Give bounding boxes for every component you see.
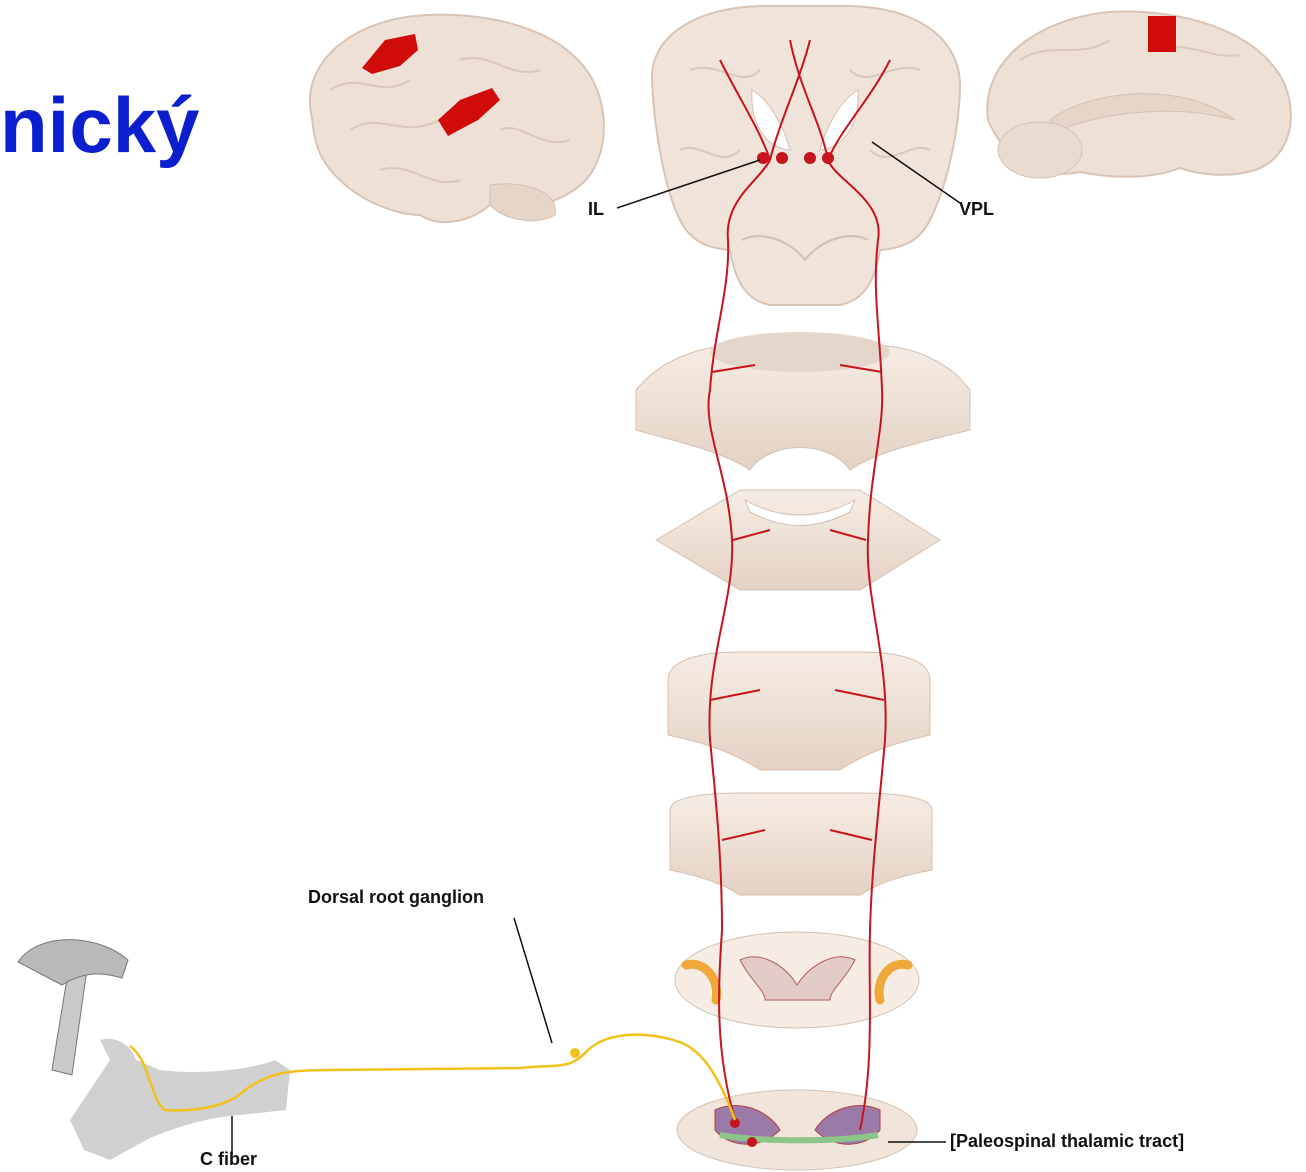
upper-medulla-slice <box>668 652 930 770</box>
lower-medulla-slice <box>670 793 932 895</box>
pons-slice <box>656 490 940 590</box>
label-dorsal-root-ganglion: Dorsal root ganglion <box>308 888 484 906</box>
cervical-cord-slice <box>675 932 919 1028</box>
lateral-brain <box>310 15 604 222</box>
label-c-fiber: C fiber <box>200 1150 257 1168</box>
medial-brain <box>987 12 1291 178</box>
label-vpl: VPL <box>959 200 994 218</box>
page-title: nický <box>0 86 199 164</box>
lumbar-cord-slice <box>677 1090 917 1170</box>
midbrain-slice <box>636 332 970 470</box>
label-il: IL <box>588 200 604 218</box>
hand-icon <box>70 1039 290 1160</box>
dorsal-root-ganglion-dot <box>570 1048 580 1058</box>
label-paleospinal-thalamic-tract: [Paleospinal thalamic tract] <box>950 1132 1184 1150</box>
cortex-highlight-medial <box>1148 16 1176 52</box>
